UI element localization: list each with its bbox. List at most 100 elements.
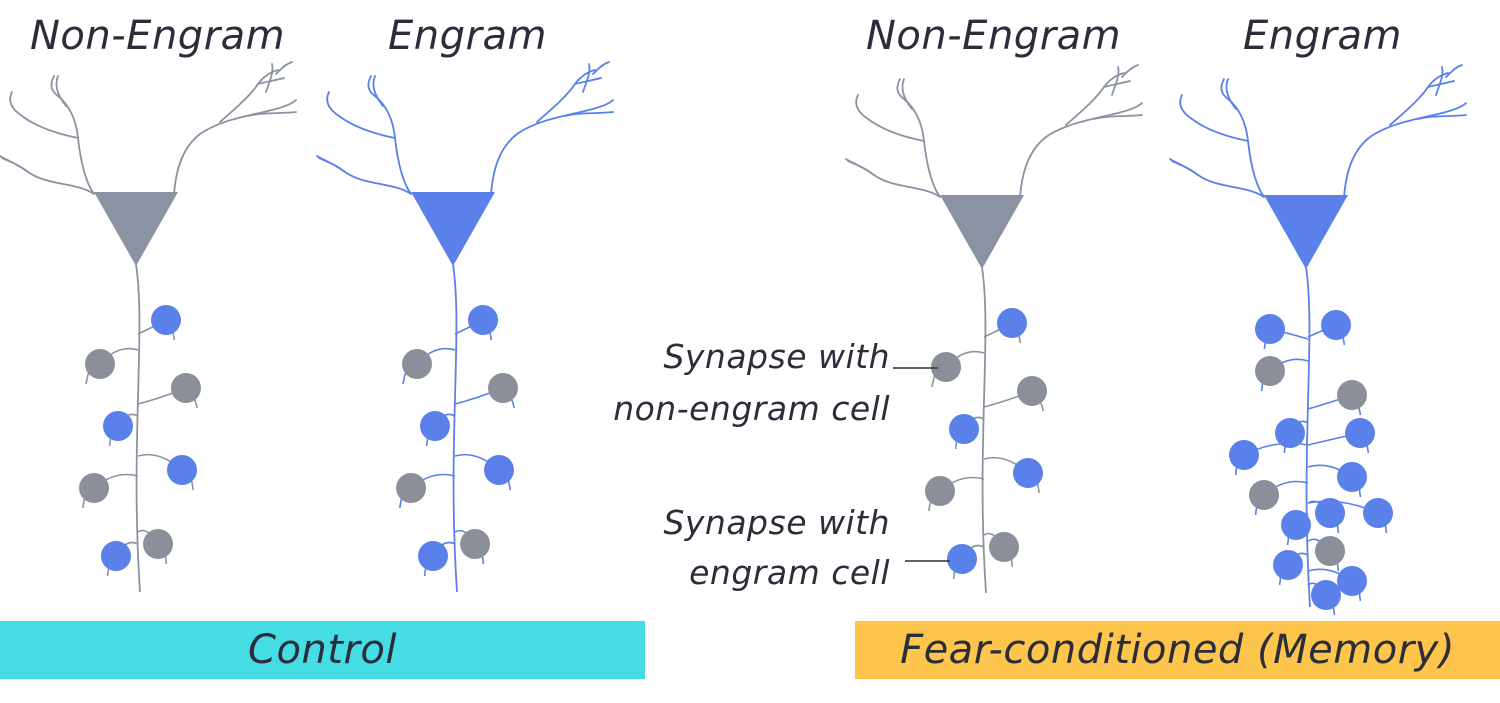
fear-engram-synapse-engram: [1275, 418, 1305, 448]
fear-engram-synapse-non-engram: [1255, 356, 1285, 386]
control-non-engram-synapse-non-engram: [143, 529, 173, 559]
fear-non-engram-dendrite: [855, 94, 925, 142]
fear-engram-dendrite: [1171, 160, 1199, 176]
control-non-engram-synapse-engram: [167, 455, 197, 485]
control-engram-dendrite: [574, 77, 602, 85]
control-engram-synapse-non-engram: [460, 529, 490, 559]
fear-engram-synapse-engram: [1337, 566, 1367, 596]
annotation-engram-line1: Synapse with: [663, 503, 890, 542]
control-non-engram-dendrite: [265, 63, 274, 93]
fear-non-engram-synapse-non-engram: [1017, 376, 1047, 406]
control-non-engram-synapse-engram: [103, 411, 133, 441]
fear-non-engram-dendrite: [1121, 64, 1139, 78]
fear-non-engram-dendrite: [1093, 114, 1143, 120]
fear-engram-synapse-engram: [1345, 418, 1375, 448]
control-engram-synapse-non-engram: [396, 473, 426, 503]
fear-non-engram-dendrite: [896, 78, 941, 198]
control-non-engram-dendrite: [275, 61, 293, 75]
fear-non-engram-synapse-non-engram: [989, 532, 1019, 562]
fear-engram-dendrite: [1417, 114, 1467, 120]
fear-non-engram-dendrite: [845, 158, 941, 198]
fear-conditioned-band: Fear-conditioned (Memory): [855, 621, 1500, 679]
control-engram-soma: [411, 192, 495, 266]
fear-engram-synapse-non-engram: [1337, 380, 1367, 410]
control-non-engram-dendrite: [173, 99, 297, 195]
fear-engram-synapse-engram: [1229, 440, 1259, 470]
fear-non-engram-dendrite: [901, 78, 913, 110]
control-engram-dendrite: [372, 75, 384, 107]
control-band-label: Control: [248, 627, 397, 673]
fear-engram-synapse-engram: [1255, 314, 1285, 344]
control-engram-synapse-engram: [484, 455, 514, 485]
control-engram-dendrite: [490, 99, 614, 195]
fear-engram-dendrite: [1427, 80, 1455, 88]
control-non-engram-dendrite: [9, 91, 79, 139]
control-non-engram-synapse-engram: [101, 541, 131, 571]
control-engram-synapse-non-engram: [488, 373, 518, 403]
fear-non-engram-synapse-engram: [947, 544, 977, 574]
control-engram-dendrite: [582, 63, 591, 93]
control-non-engram-dendrite: [50, 75, 95, 195]
fear-engram-synapse-engram: [1311, 580, 1341, 610]
fear-engram-dendrite: [1343, 102, 1467, 198]
control-engram-dendrite: [316, 155, 412, 195]
fear-engram-dendrite: [1225, 78, 1237, 110]
fear-non-engram-synapse-non-engram: [925, 476, 955, 506]
fear-band-label: Fear-conditioned (Memory): [900, 627, 1455, 673]
control-non-engram-dendrite: [257, 77, 285, 85]
fear-engram-synapse-non-engram: [1315, 536, 1345, 566]
fear-engram-synapse-non-engram: [1249, 480, 1279, 510]
control-engram-dendrite: [367, 75, 412, 195]
title-control-engram: Engram: [388, 13, 547, 59]
fear-engram-synapse-engram: [1337, 462, 1367, 492]
fear-engram-dendrite: [1445, 64, 1463, 78]
fear-engram-soma: [1264, 195, 1348, 269]
title-fear-non-engram: Non-Engram: [866, 13, 1122, 59]
fear-non-engram-synapse-engram: [997, 308, 1027, 338]
annotation-engram-line2: engram cell: [689, 553, 890, 592]
control-engram-dendrite: [592, 61, 610, 75]
fear-non-engram-soma: [940, 195, 1024, 269]
control-engram-synapse-engram: [420, 411, 450, 441]
fear-engram-dendrite: [1169, 158, 1265, 198]
control-non-engram-dendrite: [1, 157, 29, 173]
fear-non-engram-dendrite: [1111, 66, 1120, 96]
title-fear-engram: Engram: [1243, 13, 1402, 59]
fear-engram-synapse-engram: [1315, 498, 1345, 528]
fear-engram-dendrite: [1179, 94, 1249, 142]
fear-engram-synapse-engram: [1321, 310, 1351, 340]
control-non-engram-dendrite: [0, 155, 95, 195]
control-non-engram-axon: [135, 263, 141, 593]
control-engram-synapse-engram: [418, 541, 448, 571]
control-engram-dendrite: [326, 91, 396, 139]
fear-non-engram-axon: [981, 266, 987, 594]
control-non-engram-synapse-non-engram: [85, 349, 115, 379]
control-engram-synapse-non-engram: [402, 349, 432, 379]
control-engram-dendrite: [564, 111, 614, 117]
fear-non-engram-dendrite: [847, 160, 875, 176]
fear-engram-dendrite: [1220, 78, 1265, 198]
control-non-engram-dendrite: [247, 111, 297, 117]
fear-non-engram-dendrite: [1019, 102, 1143, 198]
control-non-engram-synapse-non-engram: [171, 373, 201, 403]
annotation-non-engram-line1: Synapse with: [663, 337, 890, 376]
fear-non-engram-dendrite: [1103, 80, 1131, 88]
fear-non-engram-synapse-non-engram: [931, 352, 961, 382]
fear-engram-axon: [1305, 266, 1311, 608]
control-non-engram-soma: [94, 192, 178, 266]
annotation-non-engram-line2: non-engram cell: [613, 389, 890, 428]
fear-non-engram-synapse-engram: [949, 414, 979, 444]
fear-engram-dendrite: [1435, 66, 1444, 96]
control-engram-dendrite: [318, 157, 346, 173]
fear-engram-synapse-engram: [1273, 550, 1303, 580]
fear-non-engram-synapse-engram: [1013, 458, 1043, 488]
control-non-engram-synapse-engram: [151, 305, 181, 335]
control-non-engram-dendrite: [55, 75, 67, 107]
control-band: Control: [0, 621, 645, 679]
fear-engram-synapse-engram: [1363, 498, 1393, 528]
fear-engram-synapse-engram: [1281, 510, 1311, 540]
title-control-non-engram: Non-Engram: [30, 13, 286, 59]
control-engram-axon: [452, 263, 458, 593]
